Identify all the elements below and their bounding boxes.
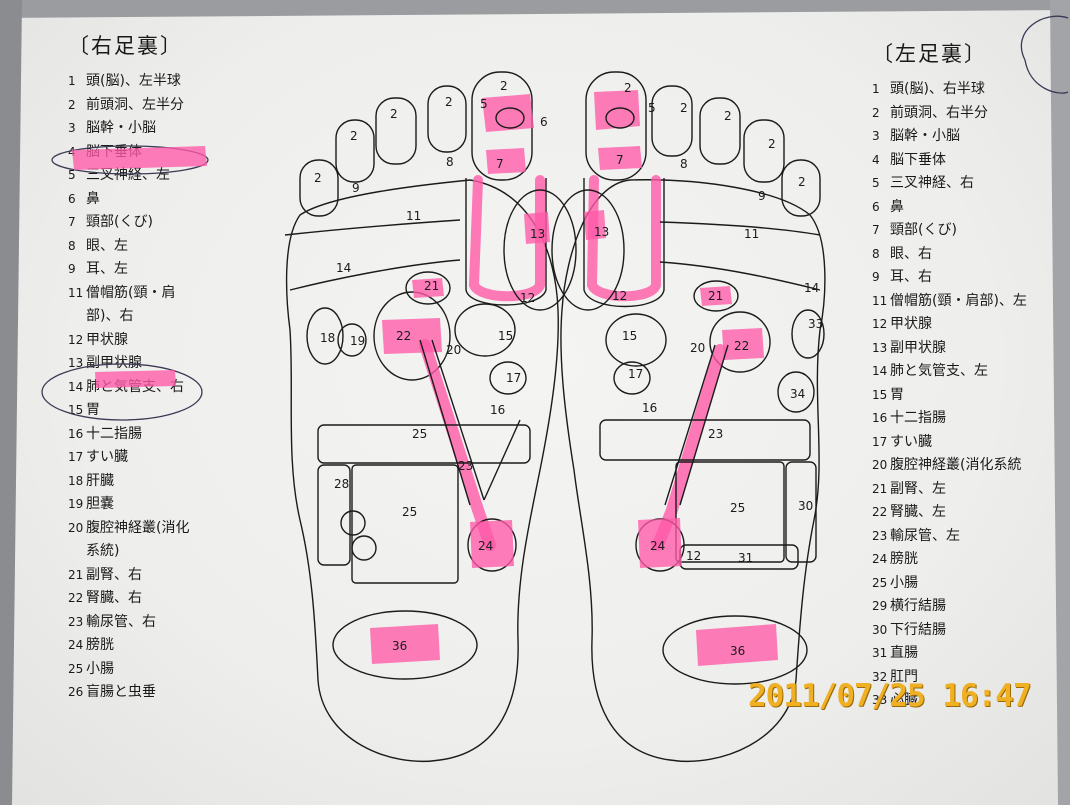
zone-number: 31 xyxy=(738,551,753,565)
zone-number: 2 xyxy=(768,137,776,151)
zone-number: 23 xyxy=(458,459,473,473)
zone-number: 17 xyxy=(628,367,643,381)
zone-number: 25 xyxy=(730,501,745,515)
zone-number: 24 xyxy=(650,539,665,553)
zone-number: 2 xyxy=(390,107,398,121)
left-shoulder-line xyxy=(660,222,820,235)
right-cecum-zone xyxy=(352,536,376,560)
zone-number: 22 xyxy=(734,339,749,353)
zone-number: 9 xyxy=(758,189,766,203)
zone-number: 7 xyxy=(616,153,624,167)
zone-number: 11 xyxy=(406,209,421,223)
zone-number: 6 xyxy=(540,115,548,129)
zone-number: 2 xyxy=(500,79,508,93)
zone-number: 5 xyxy=(480,97,488,111)
zone-number: 20 xyxy=(446,343,461,357)
right-ureter-branch xyxy=(484,420,520,500)
zone-number: 14 xyxy=(336,261,351,275)
zone-number: 16 xyxy=(490,403,505,417)
highlight-thyroid-legend xyxy=(95,370,176,388)
zone-number: 20 xyxy=(690,341,705,355)
highlight-pituitary-legend xyxy=(72,146,207,170)
highlight-right-kidney xyxy=(382,318,442,354)
highlight-right-brain xyxy=(482,94,534,132)
zone-number: 2 xyxy=(350,129,358,143)
highlight-right-neck xyxy=(486,148,526,174)
zone-number: 2 xyxy=(724,109,732,123)
right-toe-5 xyxy=(300,160,338,216)
zone-number: 2 xyxy=(680,101,688,115)
zone-number: 13 xyxy=(594,225,609,239)
zone-number: 8 xyxy=(446,155,454,169)
zone-number-labels: 2222256789111314122122191815201716252328… xyxy=(314,79,823,658)
zone-number: 2 xyxy=(445,95,453,109)
left-foot xyxy=(552,72,825,761)
pen-circle-corner xyxy=(1021,16,1068,93)
zone-number: 11 xyxy=(744,227,759,241)
left-toe-2 xyxy=(652,86,692,156)
zone-number: 18 xyxy=(320,331,335,345)
left-toe-3 xyxy=(700,98,740,164)
right-shoulder-line xyxy=(285,220,460,235)
zone-number: 13 xyxy=(530,227,545,241)
left-transverse-colon xyxy=(600,420,810,460)
zone-number: 2 xyxy=(314,171,322,185)
zone-number: 33 xyxy=(808,317,823,331)
zone-number: 24 xyxy=(478,539,493,553)
zone-number: 5 xyxy=(648,101,656,115)
zone-number: 9 xyxy=(352,181,360,195)
zone-number: 17 xyxy=(506,371,521,385)
zone-number: 19 xyxy=(350,334,365,348)
right-small-intestine xyxy=(352,465,458,583)
highlight-left-brain xyxy=(594,90,640,130)
right-foot xyxy=(285,72,576,761)
zone-number: 25 xyxy=(402,505,417,519)
date-timestamp: 2011/07/25 16:47 xyxy=(748,678,1031,714)
zone-number: 28 xyxy=(334,477,349,491)
zone-number: 8 xyxy=(680,157,688,171)
highlight-left-ureter xyxy=(658,350,720,545)
zone-number: 15 xyxy=(622,329,637,343)
zone-number: 16 xyxy=(642,401,657,415)
zone-number: 22 xyxy=(396,329,411,343)
zone-number: 12 xyxy=(612,289,627,303)
zone-number: 34 xyxy=(790,387,805,401)
left-toe-4 xyxy=(744,120,784,182)
zone-number: 23 xyxy=(708,427,723,441)
zone-number: 2 xyxy=(798,175,806,189)
zone-number: 12 xyxy=(686,549,701,563)
zone-number: 36 xyxy=(392,639,407,653)
zone-number: 12 xyxy=(520,291,535,305)
zone-number: 30 xyxy=(798,499,813,513)
zone-number: 15 xyxy=(498,329,513,343)
left-lung-line xyxy=(660,262,820,290)
right-foot-outline xyxy=(287,180,559,761)
zone-number: 36 xyxy=(730,644,745,658)
zone-number: 2 xyxy=(624,81,632,95)
zone-number: 21 xyxy=(424,279,439,293)
zone-number: 25 xyxy=(412,427,427,441)
zone-number: 21 xyxy=(708,289,723,303)
zone-number: 7 xyxy=(496,157,504,171)
right-appendix-zone xyxy=(341,511,365,535)
zone-number: 14 xyxy=(804,281,819,295)
